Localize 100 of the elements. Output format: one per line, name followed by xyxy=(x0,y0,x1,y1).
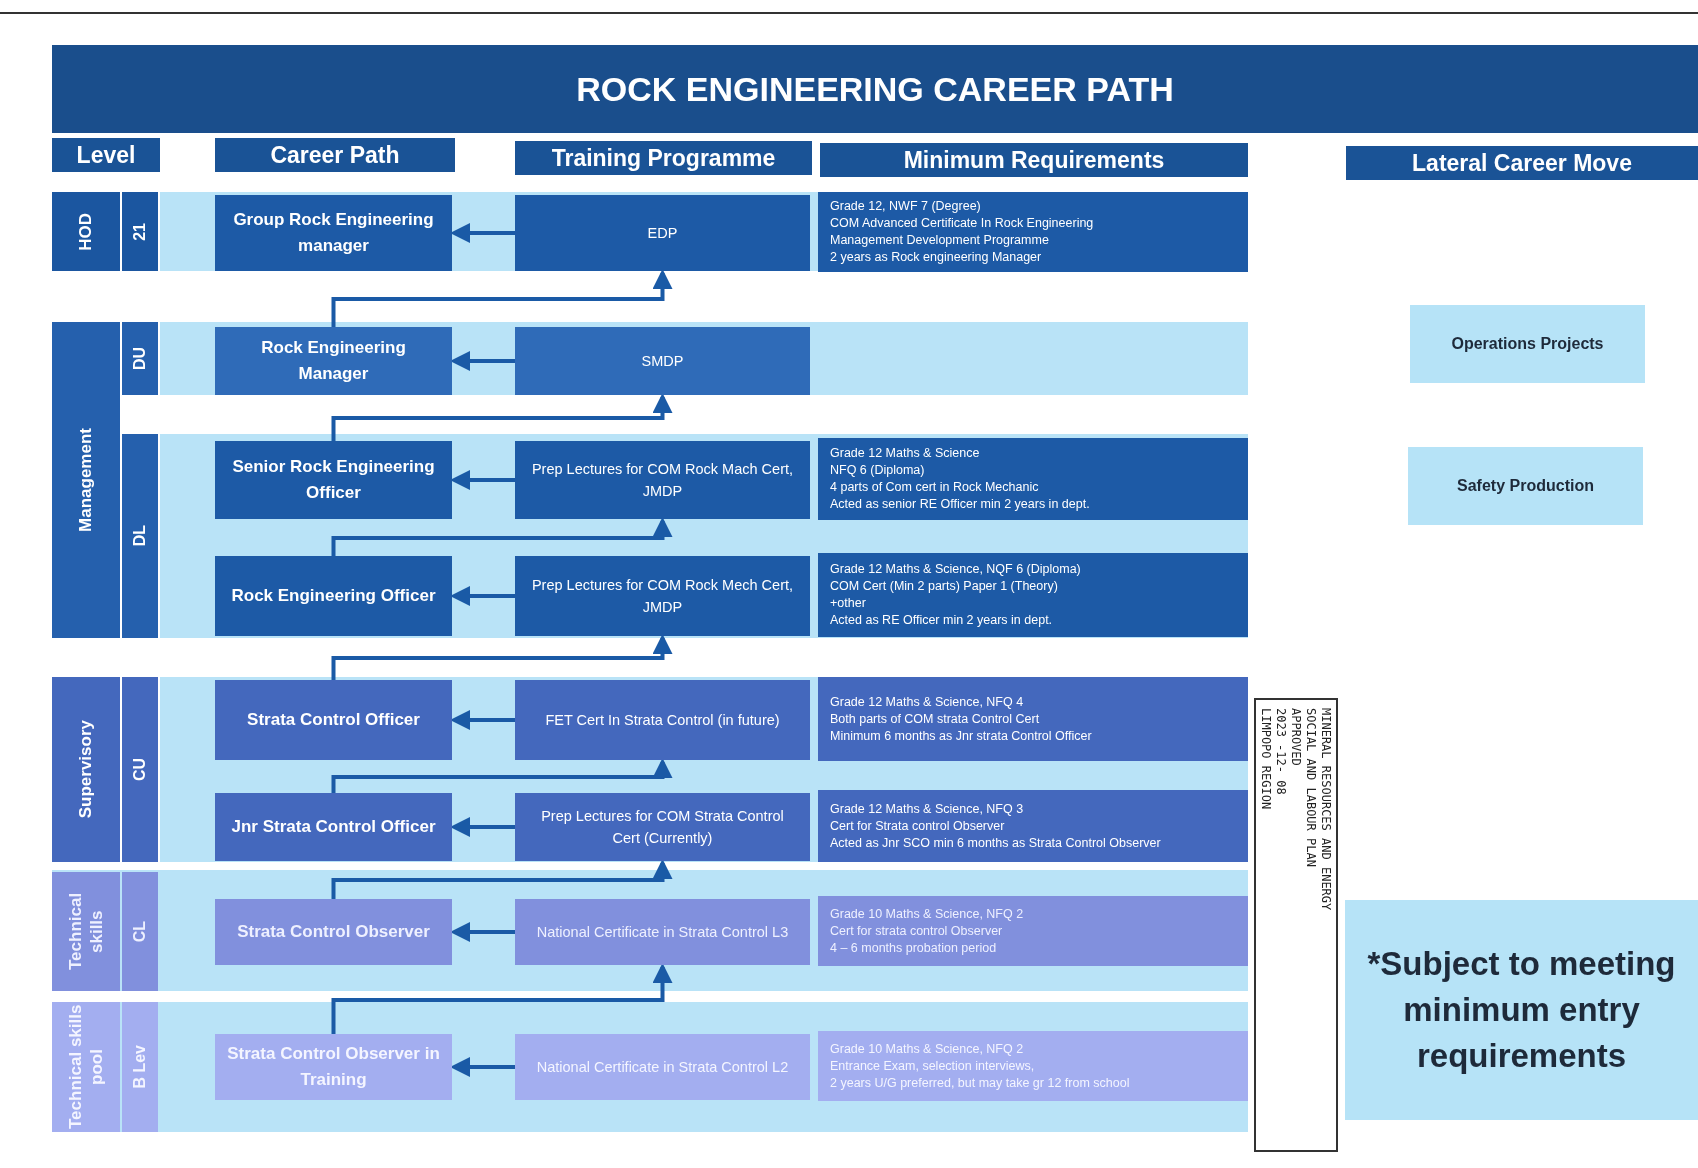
header-text: Minimum Requirements xyxy=(903,148,1165,172)
requirement-text: Acted as Jnr SCO min 6 months as Strata Control Observer xyxy=(830,834,1162,852)
requirement-text: Cert for strata control Observer xyxy=(830,922,1004,940)
training-text: Prep Lectures for COM Rock Mach Cert, JMDP xyxy=(530,460,795,501)
level-band xyxy=(52,322,120,638)
requirement-text: Minimum 6 months as Jnr strata Control Officer xyxy=(830,727,1093,745)
requirement-text: 2 years as Rock engineering Manager xyxy=(830,249,1043,266)
arrow xyxy=(331,758,673,793)
requirements-box xyxy=(818,1031,1248,1101)
stamp-text: LIMPOPO REGION xyxy=(1258,708,1274,812)
training-text: National Certificate in Strata Control L3 xyxy=(536,923,789,942)
header-text: Level xyxy=(76,143,136,167)
requirements-box xyxy=(818,438,1248,520)
grade-band xyxy=(122,434,158,638)
arrow xyxy=(331,634,673,680)
requirement-text: Grade 12 Maths & Science xyxy=(830,445,981,462)
note-box xyxy=(1345,900,1698,1120)
requirement-text: COM Advanced Certificate In Rock Engineering xyxy=(830,215,1095,232)
requirement-text: Entrance Exam, selection interviews, xyxy=(830,1057,1036,1075)
career-title: Strata Control Observer in Training xyxy=(227,1043,440,1091)
level-band xyxy=(52,1002,120,1132)
career-box xyxy=(215,793,452,861)
lateral-move-text: Operations Projects xyxy=(1451,334,1604,354)
requirement-text: Acted as senior RE Officer min 2 years in dept. xyxy=(830,496,1091,513)
level-band xyxy=(52,872,120,991)
grade-band xyxy=(122,677,158,862)
level-band xyxy=(52,192,120,271)
training-box xyxy=(515,1034,810,1100)
training-text: SMDP xyxy=(641,352,684,371)
career-box xyxy=(215,680,452,760)
level-label: DU xyxy=(130,346,149,371)
grade-band xyxy=(122,872,158,991)
career-title: Senior Rock Engineering Officer xyxy=(231,456,436,504)
level-label: 21 xyxy=(130,222,149,241)
column-header xyxy=(215,138,455,172)
level-label: Technical skills pool xyxy=(64,1003,107,1132)
training-text: EDP xyxy=(647,224,678,243)
requirement-text: +other xyxy=(830,595,867,612)
training-box xyxy=(515,680,810,760)
career-title: Rock Engineering Officer xyxy=(231,585,436,607)
requirement-text: Both parts of COM strata Control Cert xyxy=(830,710,1041,728)
training-text: Prep Lectures for COM Rock Mech Cert, JMDP xyxy=(530,576,795,617)
level-label: Technical skills xyxy=(64,891,107,973)
requirement-text: Acted as RE Officer min 2 years in dept. xyxy=(830,612,1054,629)
lateral-move-text: Safety Production xyxy=(1457,476,1594,496)
lateral-move-box xyxy=(1410,305,1645,383)
requirement-text: 2 years U/G preferred, but may take gr 12 from school xyxy=(830,1074,1131,1092)
header-text: Training Programme xyxy=(551,146,776,170)
title: ROCK ENGINEERING CAREER PATH xyxy=(576,68,1174,110)
column-header xyxy=(1346,146,1698,180)
requirement-text: Grade 12 Maths & Science, NFQ 4 xyxy=(830,693,1025,711)
header-text: Lateral Career Move xyxy=(1412,151,1632,175)
level-label: Management xyxy=(75,428,97,532)
requirement-text: Grade 12, NWF 7 (Degree) xyxy=(830,198,982,215)
training-box xyxy=(515,793,810,861)
career-box xyxy=(215,195,452,271)
requirements-box xyxy=(818,553,1248,637)
training-box xyxy=(515,556,810,636)
training-text: National Certificate in Strata Control L2 xyxy=(536,1058,789,1077)
arrow xyxy=(331,859,673,899)
stamp-text: SOCIAL AND LABOUR PLAN xyxy=(1303,708,1319,869)
level-label: DL xyxy=(130,525,149,547)
career-title: Strata Control Observer xyxy=(237,921,430,943)
career-title: Group Rock Engineering manager xyxy=(232,209,435,257)
grade-band xyxy=(122,1002,158,1132)
requirement-text: 4 – 6 months probation period xyxy=(830,939,998,957)
requirement-text: Grade 12 Maths & Science, NQF 6 (Diploma) xyxy=(830,561,1082,578)
requirement-text: COM Cert (Min 2 parts) Paper 1 (Theory) xyxy=(830,578,1059,595)
level-label: Supervisory xyxy=(75,720,97,819)
requirement-text: Grade 12 Maths & Science, NFQ 3 xyxy=(830,800,1025,818)
level-band xyxy=(52,677,120,862)
training-box xyxy=(515,195,810,271)
arrow xyxy=(331,963,673,1034)
stamp-text: MINERAL RESOURCES AND ENERGY xyxy=(1318,708,1334,913)
column-header xyxy=(52,138,160,172)
level-label: CL xyxy=(130,920,149,943)
grade-band xyxy=(122,192,158,271)
career-box xyxy=(215,1034,452,1100)
requirement-text: Cert for Strata control Observer xyxy=(830,817,1006,835)
requirement-text: Grade 10 Maths & Science, NFQ 2 xyxy=(830,905,1025,923)
training-box xyxy=(515,441,810,519)
stamp-text: APPROVED xyxy=(1288,708,1304,768)
level-label: HOD xyxy=(75,212,97,251)
stamp-text: 2023 -12- 08 xyxy=(1273,708,1289,797)
requirement-text: Management Development Programme xyxy=(830,232,1050,249)
career-title: Rock Engineering Manager xyxy=(260,337,407,385)
column-header xyxy=(820,143,1248,177)
requirements-box xyxy=(818,790,1248,862)
note-text: *Subject to meeting minimum entry requirements xyxy=(1366,944,1677,1076)
lateral-move-box xyxy=(1408,447,1643,525)
training-box xyxy=(515,899,810,965)
training-text: Prep Lectures for COM Strata Control Cert (Currently) xyxy=(540,807,785,848)
arrow xyxy=(331,517,673,556)
career-title: Strata Control Officer xyxy=(247,709,420,731)
career-box xyxy=(215,441,452,519)
career-box xyxy=(215,327,452,395)
training-box xyxy=(515,327,810,395)
arrow xyxy=(331,269,673,327)
grade-band xyxy=(122,322,158,395)
level-label: CU xyxy=(130,757,149,782)
